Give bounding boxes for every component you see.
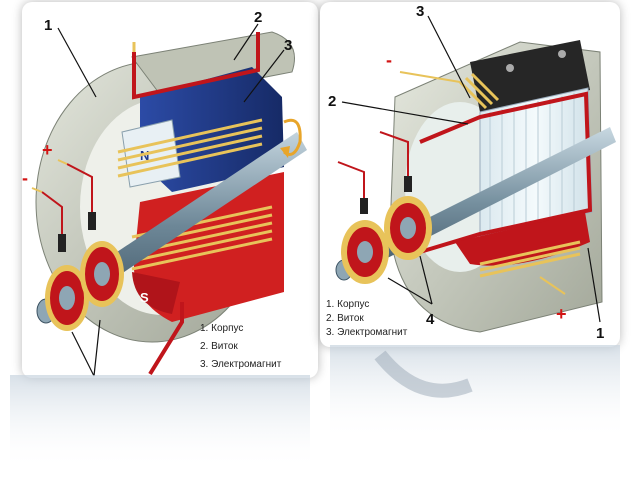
callout-1: 1 (596, 325, 604, 342)
lead-top (399, 71, 461, 83)
legend-left: 1. Корпус 2. Виток 3. Электромагнит (200, 322, 281, 372)
terminal-screw-2 (558, 50, 566, 58)
legend-item-housing: 1. Корпус (200, 323, 244, 334)
brush-1 (360, 198, 368, 214)
callout-line-4a (387, 277, 433, 305)
electromagnet-coil-bottom (479, 240, 581, 278)
reflection-left (10, 375, 310, 470)
legend-item-electromagnet: 3. Электромагнит (200, 359, 282, 370)
generator-diagram-right: 3 2 4 1 - + (328, 3, 616, 342)
callout-line-3 (427, 15, 471, 99)
plus-sign: + (556, 304, 567, 324)
brush-2 (404, 176, 412, 192)
wire-bottom (148, 302, 184, 376)
legend-item-electromagnet: 3. Электромагнит (326, 327, 408, 338)
brush-wire-1 (337, 161, 365, 198)
reflection-right (330, 345, 620, 440)
terminal-screw-1 (506, 64, 514, 72)
minus-sign: - (386, 50, 392, 70)
brush-1 (58, 234, 66, 252)
rotation-arrow (283, 118, 302, 156)
generator-diagram-left: N S (22, 9, 307, 377)
callout-3: 3 (416, 3, 424, 20)
pole-south (132, 272, 180, 314)
callout-4: 4 (426, 311, 435, 328)
slip-ring-2 (80, 241, 124, 307)
rotation-arrowhead (280, 146, 290, 158)
lead-bottom (539, 276, 566, 295)
brush-2 (88, 212, 96, 230)
brush-wire-2 (66, 163, 93, 212)
callout-2: 2 (328, 93, 336, 110)
callout-line-2 (233, 23, 259, 61)
brush-lead-2 (57, 159, 68, 165)
housing-top (131, 31, 295, 98)
minus-sign: - (22, 168, 28, 188)
callout-line-4b (419, 255, 433, 305)
plus-sign: + (42, 140, 53, 160)
coil-windings (117, 118, 273, 271)
callout-line-4b (93, 319, 101, 377)
callout-line-1 (57, 27, 97, 98)
callout-line-2 (341, 101, 469, 125)
legend-item-turn: 2. Виток (200, 341, 238, 352)
callout-3: 3 (284, 37, 292, 54)
callout-1: 1 (44, 17, 52, 34)
slip-ring-2 (384, 196, 432, 260)
callout-line-4a (71, 331, 95, 377)
brush-wire-2 (379, 131, 409, 176)
wire-loop (132, 32, 260, 100)
slip-ring-1 (45, 265, 89, 331)
diagram-panel-right: 3 2 4 1 - + 1. Корпус 2. Виток 3. Электр… (320, 2, 620, 347)
brush-lead-1 (31, 187, 43, 193)
callout-2: 2 (254, 9, 262, 26)
slip-ring-1 (341, 220, 389, 284)
diagram-panel-left: N S (22, 2, 318, 378)
reflection-shaft (374, 350, 473, 398)
legend-right: 1. Корпус 2. Виток 3. Электромагнит (326, 298, 407, 340)
brush-wire-1 (41, 191, 63, 234)
legend-item-housing: 1. Корпус (326, 299, 370, 310)
callout-line-3 (243, 49, 285, 103)
legend-item-turn: 2. Виток (326, 313, 364, 324)
callout-line-1 (587, 247, 601, 323)
pole-south-label: S (140, 290, 149, 305)
